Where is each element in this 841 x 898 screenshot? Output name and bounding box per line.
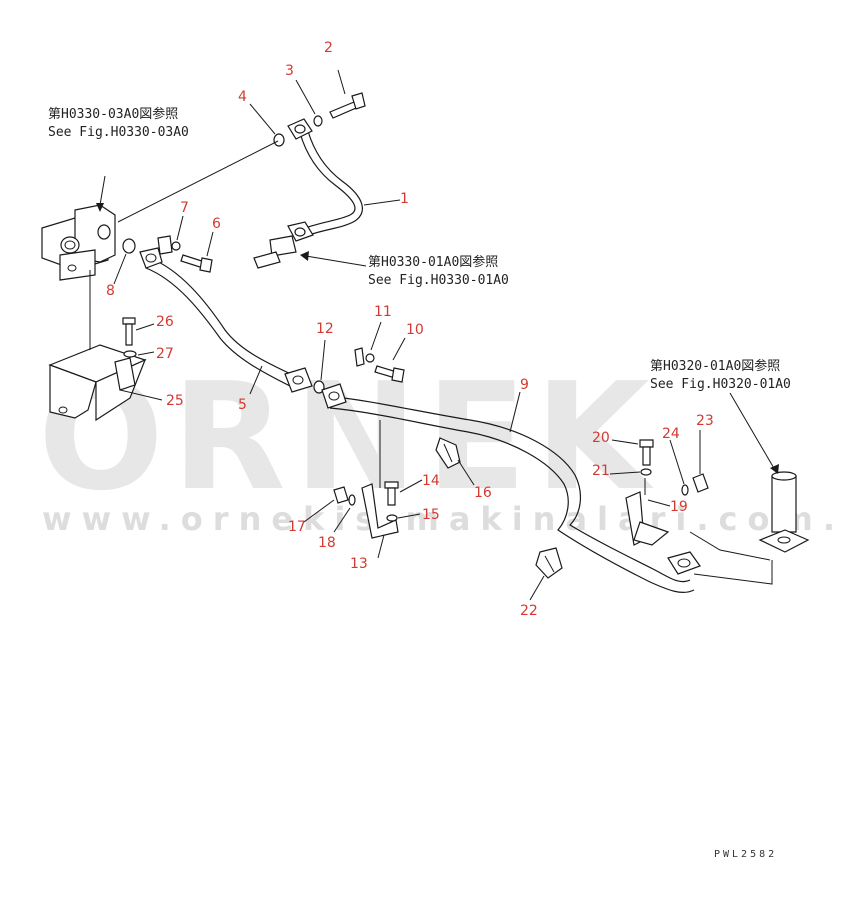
callout-16: 16 <box>474 485 492 501</box>
callout-8: 8 <box>106 283 115 299</box>
washer-7 <box>171 241 181 251</box>
callout-17: 17 <box>288 519 306 535</box>
callout-11: 11 <box>374 304 392 320</box>
bolt-20 <box>639 439 654 466</box>
callout-15: 15 <box>422 507 440 523</box>
washer-18 <box>348 494 356 506</box>
callout-14: 14 <box>422 473 440 489</box>
washer-27 <box>123 350 137 358</box>
bolt-10 <box>374 365 405 383</box>
ref-h0320-01a0-jp: 第H0320-01A0図参照 <box>650 358 780 374</box>
valve-block <box>41 204 116 281</box>
hose-16 <box>435 437 461 469</box>
flange-ref-01a0 <box>253 235 367 269</box>
callout-25: 25 <box>166 393 184 409</box>
callout-18: 18 <box>318 535 336 551</box>
ref-h0330-03a0-jp: 第H0330-03A0図参照 <box>48 106 178 122</box>
callout-21: 21 <box>592 463 610 479</box>
callout-23: 23 <box>696 413 714 429</box>
drawing-code: PWL2582 <box>714 849 777 860</box>
callout-10: 10 <box>406 322 424 338</box>
ref-h0330-03a0-en: See Fig.H0330-03A0 <box>48 125 189 140</box>
callout-9: 9 <box>520 377 529 393</box>
pipe-1 <box>287 118 363 242</box>
callout-5: 5 <box>238 397 247 413</box>
arrow-valve-ref <box>99 175 106 206</box>
callout-27: 27 <box>156 346 174 362</box>
bolt-26 <box>122 317 136 346</box>
watermark-url: www.ornekis makinalari.com.tr <box>42 500 841 538</box>
pipe-9 <box>321 383 701 594</box>
plate-11 <box>354 347 365 367</box>
callout-12: 12 <box>316 321 334 337</box>
callout-26: 26 <box>156 314 174 330</box>
leader-lines <box>113 69 701 601</box>
nut-17 <box>333 486 349 504</box>
ref-h0320-01a0-en: See Fig.H0320-01A0 <box>650 377 791 392</box>
nut-23 <box>692 473 709 493</box>
callout-19: 19 <box>670 499 688 515</box>
bracket-19 <box>625 478 670 546</box>
washer-3 <box>313 115 323 127</box>
ref-h0330-01a0-jp: 第H0330-01A0図参照 <box>368 254 498 270</box>
callout-1: 1 <box>400 191 409 207</box>
callout-3: 3 <box>285 63 294 79</box>
bolt-2 <box>329 92 366 119</box>
callout-24: 24 <box>662 426 680 442</box>
callout-7: 7 <box>180 200 189 216</box>
plate-7 <box>157 235 173 255</box>
bolt-14 <box>384 481 399 506</box>
washer-11 <box>365 353 375 363</box>
callout-4: 4 <box>238 89 247 105</box>
callout-22: 22 <box>520 603 538 619</box>
callout-13: 13 <box>350 556 368 572</box>
callout-6: 6 <box>212 216 221 232</box>
filter-component <box>689 392 810 585</box>
washer-21 <box>640 468 652 476</box>
o-ring-8 <box>122 238 136 254</box>
bolt-6 <box>180 254 213 273</box>
hose-22 <box>535 547 563 579</box>
washer-24 <box>681 484 689 496</box>
ref-h0330-01a0-en: See Fig.H0330-01A0 <box>368 273 509 288</box>
o-ring-4 <box>273 133 285 147</box>
callout-20: 20 <box>592 430 610 446</box>
pipe-5 <box>139 247 313 393</box>
washer-15 <box>386 514 398 522</box>
bracket-25 <box>48 270 147 422</box>
callout-2: 2 <box>324 40 333 56</box>
